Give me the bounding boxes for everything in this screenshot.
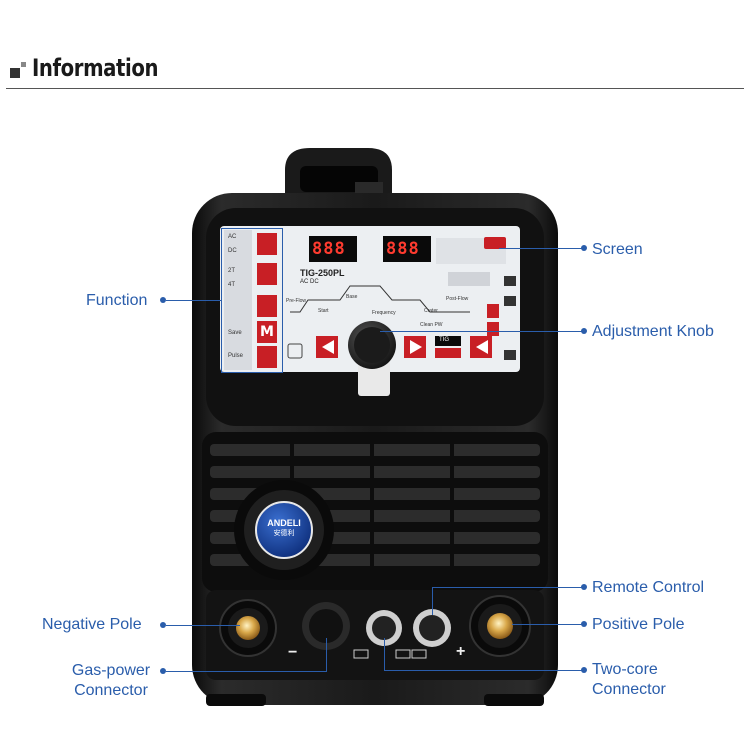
brand-logo: ANDELI 安德利 [256,518,312,539]
twocore-leader-h [384,670,583,671]
negative-leader [166,625,240,626]
svg-text:M: M [260,324,274,340]
gas-line2: Connector [74,682,148,699]
model-sub-label: AC DC [300,279,319,285]
function-bracket [221,228,283,229]
plus-symbol: + [456,643,466,660]
knob-leader [380,331,583,332]
function-bracket [221,372,283,373]
process-label-start: Start [318,308,329,314]
left-label-4t: 4T [228,282,236,288]
screen-dot [581,245,587,251]
process-label-postflow: Post-Flow [446,296,469,302]
gas-leader-h [166,671,327,672]
process-label-cleanpw: Clean PW [420,322,443,328]
display-right: 888 [386,239,420,259]
twocore-line1: Two-core [592,661,658,678]
function-bracket [282,228,283,373]
section-header: Information [6,52,744,92]
remote-dot [581,584,587,590]
callout-positive-pole: Positive Pole [592,616,685,633]
knob-dot [581,328,587,334]
function-bracket [221,228,222,373]
left-label-pulse: Pulse [228,353,244,359]
header-square-icon [10,68,20,78]
header-rule [6,88,744,89]
left-label-dc: DC [228,248,237,254]
left-label-save: Save [228,330,242,336]
twocore-line2: Connector [592,681,666,698]
negative-dot [160,622,166,628]
gas-dot [160,668,166,674]
left-label-2t: 2T [228,268,236,274]
twocore-leader-v [384,638,385,670]
process-label-crater: Crater [424,308,438,314]
twocore-dot [581,667,587,673]
process-label-base: Base [346,294,358,300]
gas-leader-v [326,638,327,671]
callout-function: Function [86,292,148,309]
brand-name: ANDELI [267,518,301,528]
gas-line1: Gas-power [71,662,151,679]
header-square-small-icon [21,62,26,67]
callout-remote-control: Remote Control [592,579,705,596]
screen-leader [499,248,583,249]
remote-leader-h [432,587,583,588]
brand-name-cn: 安德利 [273,530,295,537]
positive-leader [512,624,583,625]
section-title: Information [32,54,159,82]
callout-negative-pole: Negative Pole [42,616,142,633]
left-label-ac: AC [228,234,237,240]
process-label-frequency: Frequency [372,310,396,316]
process-label-preflow: Pre-Flow [286,298,307,304]
callout-two-core-connector: Two-core Connector [592,660,666,700]
tig-label: TIG [439,337,449,343]
remote-leader-v [432,587,433,615]
minus-symbol: − [288,644,298,661]
positive-dot [581,621,587,627]
callout-screen: Screen [592,241,643,258]
callout-adjustment-knob: Adjustment Knob [592,323,714,340]
display-left: 888 [312,239,346,259]
callout-gas-power-connector: Gas-power Connector [62,661,160,701]
model-label: TIG-250PL [300,268,345,278]
function-leader [166,300,221,301]
function-dot [160,297,166,303]
